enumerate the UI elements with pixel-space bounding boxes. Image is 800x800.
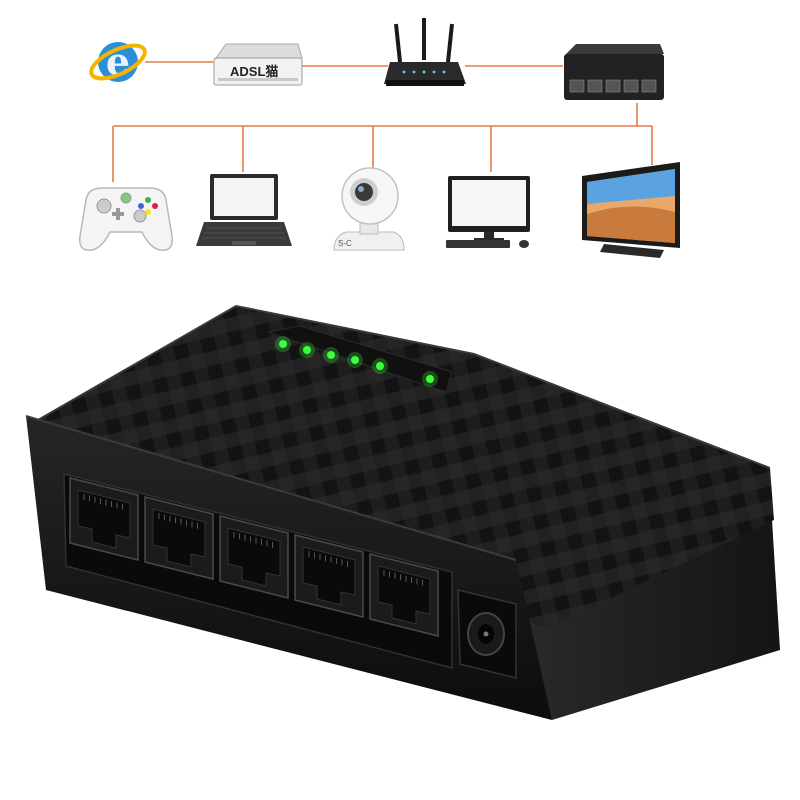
wireless-router-icon <box>384 18 466 86</box>
television-icon <box>582 162 680 258</box>
status-led-5 <box>376 362 384 370</box>
status-led-2 <box>303 346 311 354</box>
rj45-port-5 <box>369 553 439 637</box>
status-led-4 <box>351 356 359 364</box>
ip-camera-icon: S-C <box>333 167 405 251</box>
status-led-6 <box>426 375 434 383</box>
ethernet-ports <box>69 477 439 637</box>
switch-top-cover <box>38 306 774 628</box>
status-leds <box>275 336 438 387</box>
camera-brand-label: S-C <box>338 239 352 248</box>
adsl-modem-icon: ADSL猫 <box>213 43 303 86</box>
rj45-port-2 <box>144 496 214 580</box>
ethernet-switch-product-photo <box>25 304 780 720</box>
switch-side-panel <box>516 520 780 720</box>
led-indicator-strip <box>266 325 453 393</box>
connection-lines <box>112 61 653 182</box>
rj45-port-4 <box>294 534 364 618</box>
desktop-computer-icon <box>446 176 530 248</box>
game-controller-icon <box>79 187 173 251</box>
laptop-icon <box>196 174 292 246</box>
rj45-port-1 <box>69 477 139 561</box>
internet-explorer-icon: e <box>89 39 147 84</box>
status-led-1 <box>279 340 287 348</box>
dc-power-jack <box>457 589 517 679</box>
status-led-3 <box>327 351 335 359</box>
adsl-modem-label: ADSL猫 <box>230 64 278 79</box>
network-switch-icon <box>564 44 664 100</box>
network-topology-diagram: e ADSL猫 <box>79 18 680 258</box>
rj45-port-3 <box>219 515 289 599</box>
